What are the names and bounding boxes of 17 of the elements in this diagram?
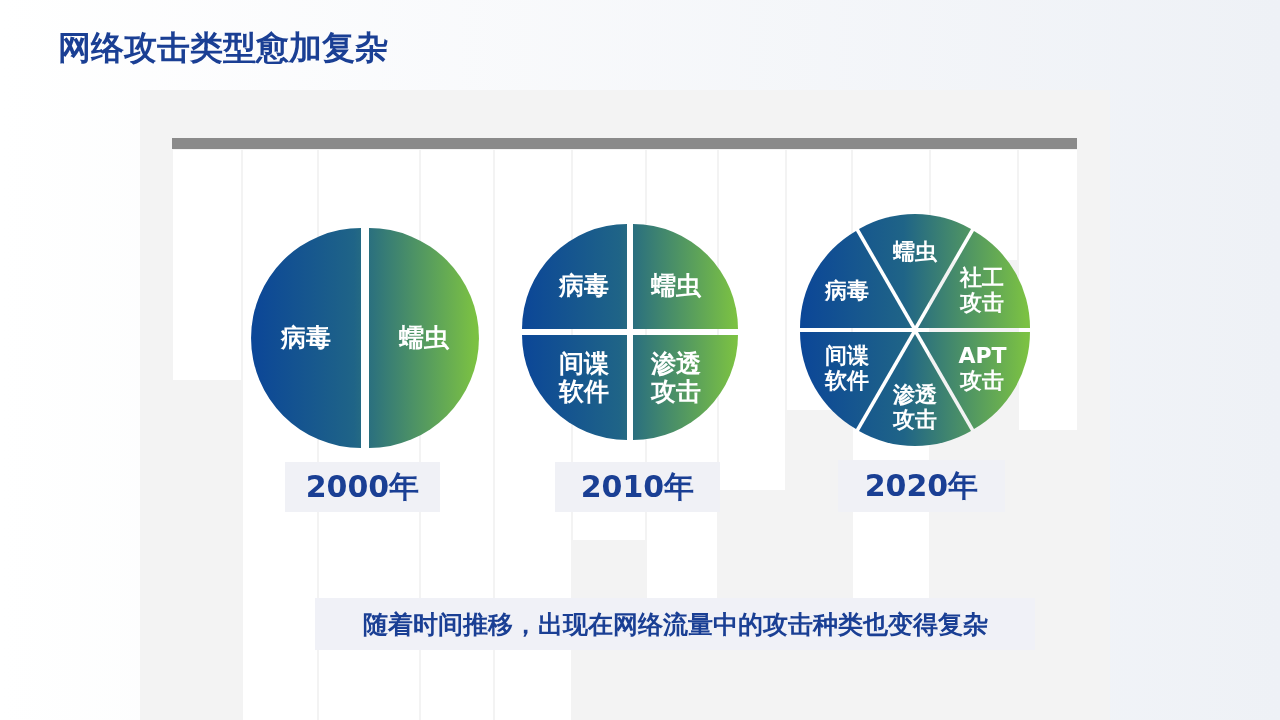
segment-label: 间谍软件 [557,349,611,406]
year-label: 2000年 [305,467,420,506]
segment-label: 蠕虫 [398,324,450,352]
caption-banner: 随着时间推移，出现在网络流量中的攻击种类也变得复杂 [315,598,1035,650]
segment-label: 社工攻击 [958,266,1006,316]
year-label: 2020年 [864,466,979,505]
segment-label: 渗透攻击 [649,349,702,406]
segment-label: 间谍软件 [823,344,871,394]
slide-title: 网络攻击类型愈加复杂 [58,27,388,69]
segment-label: 蠕虫 [649,272,702,301]
segment-label: 病毒 [557,272,611,301]
year-label: 2010年 [580,467,695,506]
segment-label: 蠕虫 [892,239,938,265]
segment-label: 病毒 [824,278,871,304]
segment-label: 病毒 [279,324,332,352]
segment-label: APT攻击 [958,344,1007,394]
segment-label: 渗透攻击 [891,383,938,433]
